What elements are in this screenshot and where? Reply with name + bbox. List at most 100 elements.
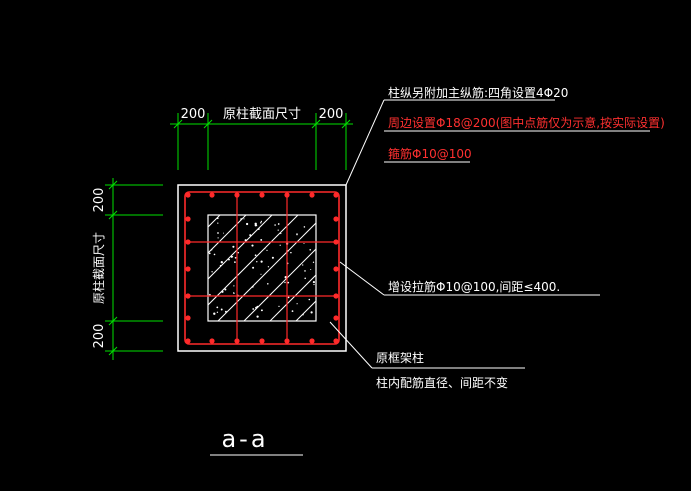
concrete-dot — [291, 310, 294, 312]
concrete-dot — [271, 256, 274, 259]
concrete-dot — [224, 310, 227, 313]
concrete-dot — [232, 245, 235, 248]
concrete-dot — [209, 293, 211, 296]
concrete-dot — [287, 296, 290, 299]
concrete-dot — [260, 273, 262, 275]
note-stirrup: 箍筋Φ10@100 — [388, 146, 472, 161]
original-column-outline — [207, 214, 317, 322]
concrete-dot — [219, 264, 222, 267]
concrete-dot — [232, 256, 234, 258]
concrete-dot — [216, 306, 219, 309]
original-column-hatch — [208, 215, 316, 321]
rebar-dot — [284, 192, 290, 198]
concrete-dot — [278, 305, 280, 308]
concrete-dot — [252, 266, 255, 269]
concrete-dot — [232, 292, 235, 294]
concrete-dot — [255, 306, 258, 309]
outer-column-outline — [177, 184, 347, 352]
note-perimeter-rebar: 周边设置Φ18@200(图中点筋仅为示意,按实际设置) — [388, 115, 665, 130]
concrete-dot — [216, 311, 219, 313]
concrete-dot — [274, 224, 276, 226]
rebar-dot — [333, 293, 339, 299]
concrete-dot — [304, 277, 306, 280]
concrete-dot — [233, 285, 235, 287]
concrete-dot — [254, 222, 257, 225]
rebar-dot — [259, 192, 265, 198]
concrete-dot — [208, 252, 211, 255]
rebar-dot — [185, 239, 191, 245]
note-tie-bar: 增设拉筋Φ10@100,间距≤400. — [388, 279, 560, 294]
note-main-rebar: 柱纵另附加主纵筋:四角设置4Φ20 — [388, 85, 568, 100]
concrete-dot — [257, 227, 260, 231]
rebar-dot — [234, 338, 240, 344]
left-dimension — [105, 178, 163, 360]
dim-top-middle: 原柱截面尺寸 — [223, 107, 301, 122]
rebar-dot — [185, 192, 191, 198]
concrete-dot — [256, 315, 259, 318]
hatch-line — [217, 222, 316, 321]
concrete-dot — [277, 229, 279, 231]
concrete-dot — [249, 234, 252, 237]
concrete-dot — [213, 253, 216, 256]
concrete-dot — [220, 308, 223, 311]
concrete-dot — [211, 271, 213, 273]
dim-top-right: 200 — [319, 107, 344, 122]
hatch-line — [243, 248, 316, 321]
dim-left-top: 200 — [92, 188, 107, 213]
concrete-dot — [256, 261, 258, 263]
rebar-dot — [333, 315, 339, 321]
hatch-line — [295, 300, 316, 321]
concrete-dot — [296, 233, 298, 236]
concrete-dot — [251, 244, 254, 247]
concrete-dot — [302, 264, 304, 266]
concrete-dot — [312, 281, 315, 284]
concrete-dot — [220, 261, 223, 264]
concrete-dot — [254, 254, 257, 257]
stirrup — [184, 191, 340, 345]
concrete-dot — [313, 283, 315, 286]
concrete-dot — [234, 256, 237, 259]
concrete-dot — [252, 308, 255, 310]
concrete-dot — [223, 232, 224, 234]
concrete-dot — [308, 298, 311, 301]
dim-left-middle: 原柱截面尺寸 — [91, 232, 106, 304]
concrete-dot — [280, 232, 282, 235]
concrete-dot — [304, 270, 306, 272]
concrete-dot — [287, 281, 290, 284]
rebar-dot — [259, 338, 265, 344]
concrete-dot — [256, 305, 259, 308]
concrete-dot — [221, 290, 224, 293]
concrete-dot — [303, 242, 305, 245]
rebar-dot — [284, 338, 290, 344]
concrete-dot — [251, 285, 254, 288]
rebar-dots — [185, 192, 339, 344]
rebar-dot — [185, 338, 191, 344]
concrete-dot — [310, 268, 312, 271]
concrete-dot — [290, 251, 292, 254]
concrete-dot — [284, 276, 287, 279]
dim-top-left: 200 — [181, 107, 206, 122]
hatch-line — [208, 215, 247, 254]
concrete-dot — [237, 251, 240, 254]
concrete-dot — [279, 244, 281, 246]
rebar-dot — [185, 216, 191, 222]
rebar-dot — [333, 192, 339, 198]
concrete-dot — [266, 249, 268, 252]
concrete-dot — [260, 309, 263, 312]
concrete-dot — [240, 218, 243, 221]
rebar-dot — [185, 266, 191, 272]
rebar-dot — [309, 338, 315, 344]
rebar-dot — [309, 192, 315, 198]
concrete-dot — [216, 217, 219, 220]
dim-left-bottom: 200 — [92, 324, 107, 349]
concrete-dot — [210, 248, 213, 251]
note-original-rebar: 柱内配筋直径、间距不变 — [376, 375, 508, 390]
concrete-dot — [224, 288, 227, 291]
rebar-dot — [209, 192, 215, 198]
rebar-dot — [333, 338, 339, 344]
concrete-dot — [260, 260, 263, 263]
concrete-dot — [260, 220, 263, 223]
concrete-dot — [213, 312, 216, 315]
concrete-dot — [264, 248, 266, 250]
